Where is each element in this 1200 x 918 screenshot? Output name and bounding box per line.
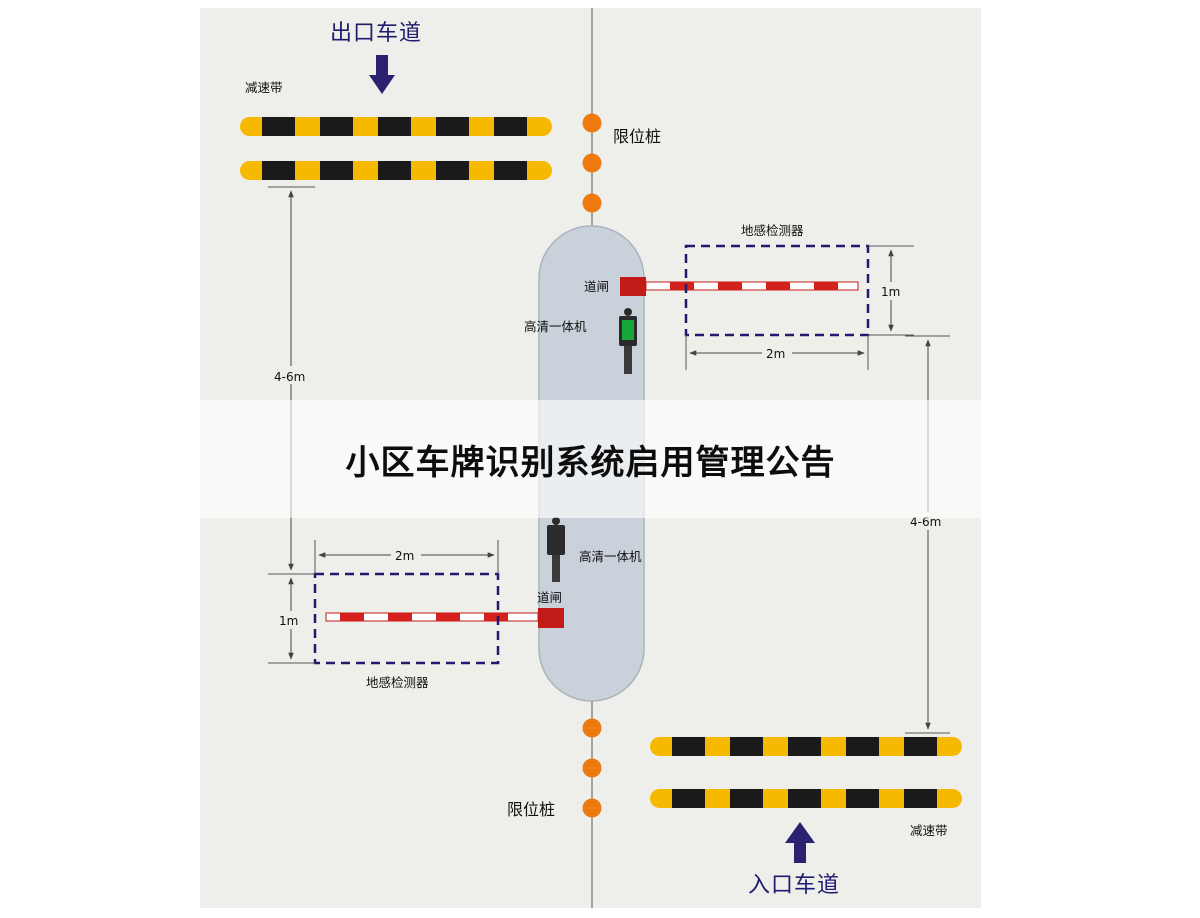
title-banner: 小区车牌识别系统启用管理公告 (200, 400, 981, 518)
dim-label-1m-bottom: 1m (279, 614, 298, 628)
limit-post-top-1 (582, 113, 602, 133)
limit-post-bottom-3 (582, 798, 602, 818)
barrier-label-top: 道闸 (584, 279, 609, 294)
dim-label-46m-right: 4-6m (910, 515, 941, 529)
loop-detector-label-top: 地感检测器 (741, 223, 804, 238)
dim-label-1m-top: 1m (881, 285, 900, 299)
speed-bump-top-2 (240, 161, 552, 180)
speed-bump-label-top: 减速带 (245, 80, 283, 95)
camera-icon-top (619, 308, 637, 374)
limit-post-top-3 (582, 193, 602, 213)
page-title: 小区车牌识别系统启用管理公告 (345, 442, 836, 483)
exit-lane-label: 出口车道 (330, 21, 422, 46)
barrier-label-bottom: 道闸 (537, 590, 562, 605)
limit-post-bottom-1 (582, 718, 602, 738)
limit-post-label-top: 限位桩 (613, 127, 661, 146)
limit-post-top-2 (582, 153, 602, 173)
dim-label-2m-bottom: 2m (395, 549, 414, 563)
dim-label-2m-top: 2m (766, 347, 785, 361)
barrier-gate-bottom (325, 608, 564, 628)
loop-detector-top (684, 244, 870, 337)
camera-label-bottom: 高清一体机 (579, 549, 642, 564)
speed-bump-label-bottom: 减速带 (910, 823, 948, 838)
entry-lane-label: 入口车道 (748, 873, 840, 898)
entry-arrow-icon (785, 822, 815, 863)
camera-icon-bottom (547, 517, 565, 582)
dim-label-46m-left: 4-6m (274, 370, 305, 384)
speed-bump-top-1 (240, 117, 552, 136)
speed-bump-bottom-1 (650, 737, 962, 756)
loop-detector-label-bottom: 地感检测器 (366, 675, 429, 690)
limit-post-bottom-2 (582, 758, 602, 778)
camera-label-top: 高清一体机 (524, 319, 587, 334)
limit-post-label-bottom: 限位桩 (507, 800, 555, 819)
loop-detector-bottom (313, 572, 500, 665)
speed-bump-bottom-2 (650, 789, 962, 808)
exit-arrow-icon (369, 55, 395, 94)
barrier-gate-top (620, 277, 859, 296)
